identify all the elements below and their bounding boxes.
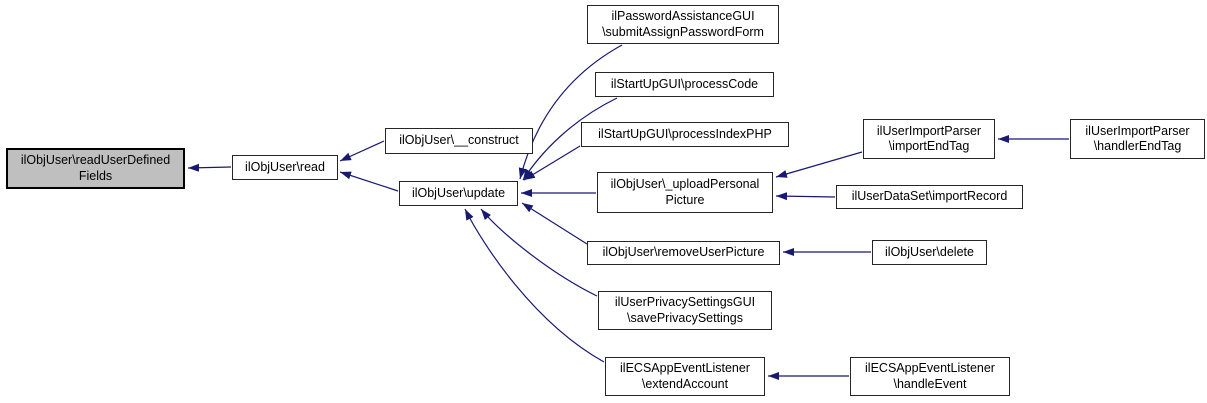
node-read[interactable]: ilObjUser\read <box>232 155 338 180</box>
node-delete[interactable]: ilObjUser\delete <box>872 240 987 265</box>
edge-submit-assign-password-form-to-update <box>518 44 623 180</box>
node-construct[interactable]: ilObjUser\__construct <box>385 128 533 154</box>
node-save-privacy-settings[interactable]: ilUserPrivacySettingsGUI \savePrivacySet… <box>598 291 772 330</box>
node-submit-assign-password-form[interactable]: ilPasswordAssistanceGUI \submitAssignPas… <box>587 5 779 44</box>
node-read-user-defined-fields: ilObjUser\readUserDefined Fields <box>6 148 185 189</box>
node-import-record[interactable]: ilUserDataSet\importRecord <box>836 185 1023 209</box>
edge-update-to-read <box>339 171 399 192</box>
node-remove-user-picture[interactable]: ilObjUser\removeUserPicture <box>587 241 780 265</box>
edge-extend-account-to-update <box>464 208 605 363</box>
node-extend-account[interactable]: ilECSAppEventListener \extendAccount <box>605 357 765 396</box>
edge-remove-user-picture-to-update <box>521 202 588 245</box>
edge-import-record-to-upload-personal-picture <box>775 192 836 201</box>
edge-construct-to-read <box>339 140 385 162</box>
node-process-code[interactable]: ilStartUpGUI\processCode <box>595 72 774 97</box>
node-handler-end-tag[interactable]: ilUserImportParser \handlerEndTag <box>1070 119 1205 159</box>
edge-import-end-tag-to-upload-personal-picture <box>775 151 863 178</box>
edge-process-index-php-to-update <box>523 145 581 181</box>
node-upload-personal-picture[interactable]: ilObjUser\_uploadPersonal Picture <box>597 172 773 213</box>
node-process-index-php[interactable]: ilStartUpGUI\processIndexPHP <box>581 122 789 147</box>
edge-process-code-to-update <box>522 97 618 181</box>
node-handle-event[interactable]: ilECSAppEventListener \handleEvent <box>850 357 1010 396</box>
edge-read-to-read-user-defined-fields <box>187 163 232 172</box>
node-update[interactable]: ilObjUser\update <box>399 181 518 206</box>
node-import-end-tag[interactable]: ilUserImportParser \importEndTag <box>863 119 995 159</box>
edge-save-privacy-settings-to-update <box>480 208 598 297</box>
